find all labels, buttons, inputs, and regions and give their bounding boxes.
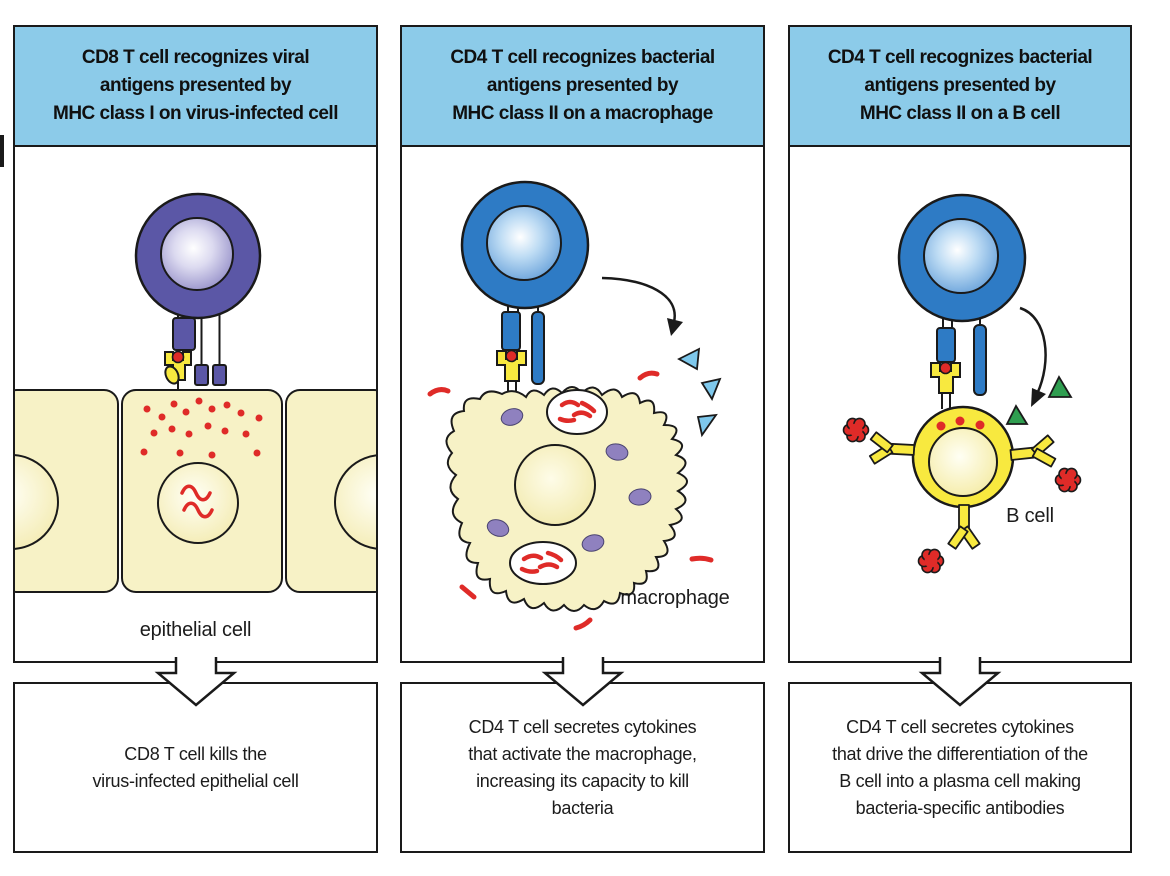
- t-cell-receptor: [172, 317, 196, 351]
- organelles: [486, 408, 652, 552]
- infected-cell-nucleus: [157, 462, 239, 544]
- header-line: CD8 T cell recognizes viral: [81, 47, 310, 68]
- bacterial-antigen: [505, 349, 518, 363]
- b-cell-label: B cell: [1006, 505, 1054, 527]
- panel-illustration: B cell: [788, 145, 1132, 663]
- header-line: antigens presented by: [864, 75, 1056, 96]
- panel-caption: CD4 T cell secretes cytokines that drive…: [788, 682, 1132, 853]
- panel-cd4-bcell: CD4 T cell recognizes bacterial antigens…: [788, 25, 1132, 853]
- cd4-bcell-illustration: [842, 193, 1082, 574]
- macrophage-cell: [445, 386, 688, 612]
- bacteria: [427, 370, 714, 631]
- mhc-class-ii: [930, 361, 961, 409]
- caption-line: increasing its capacity to kill: [476, 770, 689, 791]
- virus-particles: [140, 397, 263, 459]
- panel-header: CD4 T cell recognizes bacterial antigens…: [400, 25, 765, 147]
- caption-line: CD4 T cell secretes cytokines: [468, 716, 697, 737]
- cytokine-arrow: [1019, 306, 1047, 407]
- header-line: CD4 T cell recognizes bacterial: [450, 47, 715, 68]
- caption-line: virus-infected epithelial cell: [92, 770, 299, 791]
- page-crop-fragment: [0, 135, 4, 167]
- header-line: antigens presented by: [486, 75, 679, 96]
- bacterial-antigen: [939, 361, 952, 375]
- down-arrow: [918, 657, 1002, 707]
- cd4-coreceptor: [531, 311, 545, 385]
- macrophage-label: macrophage: [620, 587, 730, 609]
- caption-line: bacteria: [551, 797, 614, 818]
- caption-line: CD4 T cell secretes cytokines: [846, 716, 1074, 737]
- caption-line: that activate the macrophage,: [468, 743, 697, 764]
- panel-header: CD4 T cell recognizes bacterial antigens…: [788, 25, 1132, 147]
- caption-line: bacteria-specific antibodies: [855, 797, 1065, 818]
- header-line: MHC class II on a B cell: [859, 103, 1061, 124]
- panel-caption: CD4 T cell secretes cytokines that activ…: [400, 682, 765, 853]
- panel-cd8-virus: CD8 T cell recognizes viral antigens pre…: [13, 25, 378, 853]
- down-arrow: [541, 657, 624, 707]
- mhc-class-i: [164, 350, 192, 393]
- cd8-illustration: [15, 192, 376, 593]
- cytokines-green: [1005, 375, 1073, 425]
- cd8-coreceptor: [194, 364, 227, 386]
- internal-antigens: [936, 416, 985, 431]
- panel-illustration: epithelial cell: [13, 145, 378, 663]
- t-cell-receptor: [936, 327, 956, 363]
- panel-caption: CD8 T cell kills the virus-infected epit…: [13, 682, 378, 853]
- cytokine-arrow: [601, 276, 683, 336]
- panel-header: CD8 T cell recognizes viral antigens pre…: [13, 25, 378, 147]
- bacterial-antigen-clusters: [842, 417, 1082, 574]
- cytokines-cyan: [677, 347, 722, 438]
- cd8-t-cell: [134, 192, 262, 320]
- header-line: MHC class I on virus-infected cell: [53, 103, 338, 124]
- caption-line: CD8 T cell kills the: [124, 743, 267, 764]
- viral-rna: [180, 484, 214, 519]
- viral-antigen: [171, 350, 185, 364]
- caption-line: B cell into a plasma cell making: [839, 770, 1081, 791]
- cd4-macrophage-illustration: [427, 180, 722, 631]
- phagosome-vesicles: [509, 389, 608, 585]
- cd4-coreceptor: [973, 324, 987, 396]
- panel-illustration: macrophage: [400, 145, 765, 663]
- caption-line: that drive the differentiation of the: [832, 743, 1088, 764]
- epithelial-cell-label: epithelial cell: [139, 619, 252, 641]
- header-line: antigens presented by: [99, 75, 292, 96]
- header-line: CD4 T cell recognizes bacterial: [827, 47, 1093, 68]
- panel-cd4-macrophage: CD4 T cell recognizes bacterial antigens…: [400, 25, 765, 853]
- b-cell-receptors: [868, 431, 1057, 550]
- mhc-class-ii: [496, 349, 527, 397]
- b-cell: [911, 405, 1015, 509]
- cd4-t-cell: [897, 193, 1027, 323]
- cd4-t-cell: [460, 180, 590, 310]
- b-cell-nucleus: [928, 427, 998, 497]
- t-cell-receptor: [501, 311, 521, 351]
- macrophage-nucleus: [514, 444, 596, 526]
- down-arrow: [154, 657, 237, 707]
- header-line: MHC class II on a macrophage: [452, 103, 713, 124]
